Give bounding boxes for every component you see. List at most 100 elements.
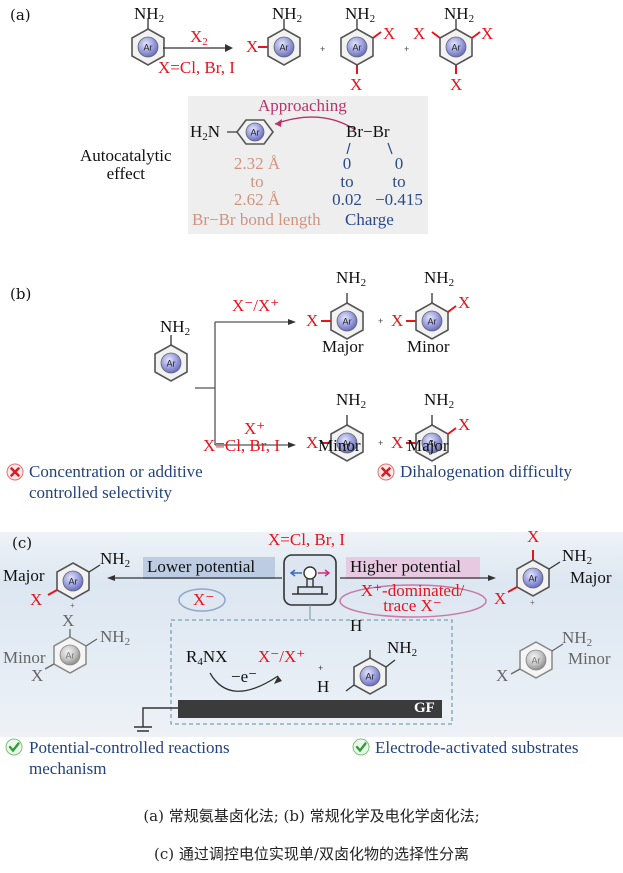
panel-a-graphics: Ar Ar + Ar + Ar Ar: [131, 19, 481, 155]
ring-ar-label: Ar: [529, 574, 538, 584]
x-plus-dominated-label: X⁺-dominated/ trace X⁻: [360, 581, 465, 615]
halogen-x: X: [391, 433, 404, 452]
x-minus-ellipse: [178, 588, 226, 612]
nh2-label: NH2: [387, 638, 418, 659]
halogen-x: X: [527, 527, 540, 546]
halogen-definition: X=Cl, Br, I: [203, 436, 280, 455]
electron-loss-label: −e⁻: [231, 667, 258, 686]
halide-species-label: X⁻/X⁺: [258, 647, 306, 666]
ring-ar-label: Ar: [343, 439, 352, 449]
minor-tag: Minor: [568, 649, 611, 668]
inset-aniline-ring: Ar: [236, 119, 274, 145]
branch-line: [195, 321, 290, 446]
ring-ar-label: Ar: [532, 656, 541, 666]
charge-caption: Charge: [345, 210, 394, 229]
lower-potential-label: Lower potential: [147, 557, 256, 576]
halogen-definition: X=Cl, Br, I: [268, 530, 345, 549]
approaching-label: Approaching: [258, 96, 347, 115]
nh2-label: NH2: [272, 4, 303, 25]
halogen-x: X: [30, 590, 43, 609]
major-tag: Major: [3, 566, 45, 585]
nh2-label: NH2: [100, 627, 131, 648]
halogen-x: X: [450, 75, 463, 94]
limitation-note-right: Dihalogenation difficulty: [400, 462, 573, 481]
para-halo-product: Ar: [321, 415, 364, 462]
minor-tag: Minor: [407, 337, 450, 356]
substrate-ring: Ar: [345, 650, 396, 695]
plus-sign: +: [320, 44, 325, 54]
h-label: H: [350, 616, 363, 635]
ring-ar-label: Ar: [66, 651, 75, 661]
halogen-x: X: [494, 589, 507, 608]
para-halo-product: Ar: [321, 293, 364, 340]
minor-tag: Minor: [318, 436, 361, 455]
tri-halo-product: Ar: [431, 19, 481, 74]
nh2-label: NH2: [134, 4, 165, 25]
potentiostat-icon: [283, 554, 337, 606]
nh2-label: NH2: [444, 4, 475, 25]
route-cation-label: X⁺: [244, 419, 266, 438]
halogen-x: X: [458, 415, 471, 434]
ring-ar-label: Ar: [343, 317, 352, 327]
halogen-x: X: [413, 24, 426, 43]
autocatalytic-effect-label: Autocatalytic effect: [80, 146, 172, 183]
panel-b-label: (b): [10, 285, 32, 303]
h2n-label: H2N: [190, 122, 221, 143]
halogen-x: X: [31, 666, 44, 685]
cross-circle-icon: [377, 463, 395, 481]
di-halo-product: Ar: [406, 415, 457, 462]
ring-ar-label: Ar: [167, 359, 176, 369]
reagent-x2: X2: [190, 27, 208, 48]
nh2-label: NH2: [424, 390, 455, 411]
nh2-label: NH2: [562, 628, 593, 649]
br-br-label: Br−Br: [346, 122, 390, 141]
gf-electrode: [178, 700, 442, 718]
svg-text:+: +: [378, 438, 383, 448]
check-circle-icon: [352, 738, 370, 756]
h-label: H: [317, 677, 330, 696]
x-minus-label: X⁻: [193, 590, 215, 609]
di-halo-product: Ar: [406, 293, 457, 340]
arrow-head: [225, 44, 233, 52]
bond-length-range: 2.32 Å to 2.62 Å: [233, 154, 281, 209]
limitation-note-left: Concentration or additive controlled sel…: [29, 462, 203, 502]
ring-ar-label: Ar: [69, 577, 78, 587]
mono-halo-product: Ar: [258, 19, 301, 66]
svg-text:+: +: [378, 316, 383, 326]
aniline-ring: Ar: [131, 19, 165, 66]
x-plus-ellipse: [339, 584, 487, 618]
left-minor-product: Ar: [44, 629, 98, 674]
halogen-x: X: [496, 666, 509, 685]
arrow-head: [288, 442, 296, 448]
higher-potential-label: Higher potential: [350, 557, 461, 576]
aniline-ring: Ar: [154, 335, 188, 382]
route-mixed-label: X⁻/X⁺: [232, 296, 280, 315]
halogen-x: X: [306, 433, 319, 452]
left-major-product: Ar +: [47, 562, 101, 610]
halogen-x: X: [383, 24, 396, 43]
halogen-x: X: [391, 311, 404, 330]
svg-text:+: +: [70, 601, 75, 610]
right-minor-product: Ar: [510, 641, 564, 679]
figure-caption-line2: (c) 通过调控电位实现单/双卤化物的选择性分离: [154, 845, 469, 863]
halogen-x: X: [481, 24, 494, 43]
major-tag: Major: [570, 568, 612, 587]
approaching-arrow: [274, 116, 355, 130]
panel-a-label: (a): [10, 6, 31, 24]
nh2-label: NH2: [345, 4, 376, 25]
nh2-label: NH2: [100, 549, 131, 570]
nh2-label: NH2: [424, 268, 455, 289]
right-major-product: Ar +: [507, 550, 561, 607]
cross-circle-icon: [6, 463, 24, 481]
ring-ar-label: Ar: [428, 439, 437, 449]
nh2-label: NH2: [562, 546, 593, 567]
di-halo-product: Ar: [340, 19, 382, 74]
figure-caption-line1: (a) 常规氨基卤化法; (b) 常规化学及电化学卤化法;: [143, 807, 480, 825]
halogen-x: X: [350, 75, 363, 94]
ring-ar-label: Ar: [366, 672, 375, 682]
ring-ar-label: Ar: [452, 43, 461, 53]
halogen-x: X: [306, 311, 319, 330]
bond-length-caption: Br−Br bond length: [192, 210, 321, 229]
